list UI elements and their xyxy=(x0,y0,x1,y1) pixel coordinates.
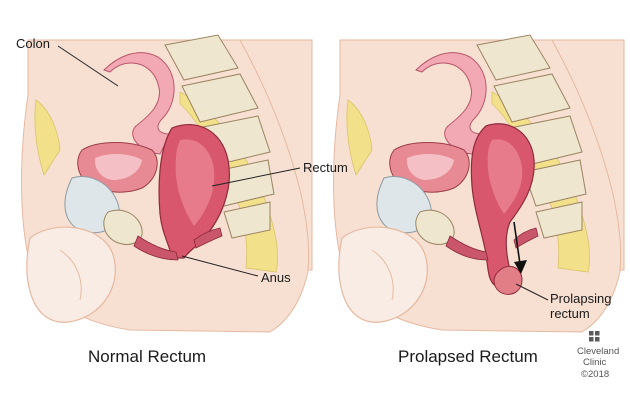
vertebra xyxy=(523,159,587,207)
brand-line3: ©2018 xyxy=(581,369,609,380)
anus-leader xyxy=(181,255,259,277)
normal-rectum-caption: Normal Rectum xyxy=(88,347,206,366)
prolapsing-rectum-leader xyxy=(515,283,549,301)
thigh xyxy=(338,226,428,323)
prolapse-tip xyxy=(493,265,523,295)
vertebra xyxy=(493,73,571,123)
rectum-highlight xyxy=(487,139,523,214)
prolapsed-anatomy-illustration xyxy=(333,34,625,333)
clinic-cross-icon xyxy=(589,331,600,342)
thigh xyxy=(26,226,116,323)
colon-label: Colon xyxy=(16,36,50,51)
rectum-highlight xyxy=(175,139,215,226)
spine xyxy=(164,34,275,239)
back-skin xyxy=(239,39,313,271)
prolapsed-rectum-caption: Prolapsed Rectum xyxy=(398,347,538,366)
spine xyxy=(476,34,587,239)
vertebra xyxy=(181,73,259,123)
normal-anatomy-illustration xyxy=(21,34,313,333)
cleveland-clinic-logo: Cleveland Clinic ©2018 xyxy=(577,331,619,380)
down-arrow-icon xyxy=(513,221,527,274)
arrow-shaft xyxy=(513,221,521,265)
thigh-crease xyxy=(371,249,394,301)
anus-label: Anus xyxy=(261,270,291,285)
leader-lines xyxy=(57,45,549,301)
prolapsing-rectum-label-line1: Prolapsing xyxy=(550,291,611,306)
front-fat xyxy=(346,99,373,176)
brand-line2: Clinic xyxy=(583,357,606,368)
rectum-label: Rectum xyxy=(303,160,348,175)
uterus-inner xyxy=(94,154,142,180)
arrow-head xyxy=(514,260,527,274)
pelvic-muscle xyxy=(133,235,179,261)
back-skin xyxy=(551,39,625,271)
vertebra xyxy=(164,34,239,81)
vertebra xyxy=(476,34,551,81)
uterus-inner xyxy=(406,154,454,180)
prolapsing-rectum-label-line2: rectum xyxy=(550,306,590,321)
colon-leader xyxy=(57,45,119,87)
thigh-crease xyxy=(59,249,82,301)
pelvic-muscle xyxy=(445,235,489,261)
brand-line1: Cleveland xyxy=(577,346,619,357)
front-fat xyxy=(34,99,61,176)
pelvic-muscle xyxy=(513,227,539,249)
vertebra xyxy=(223,201,271,239)
pelvic-muscle xyxy=(193,227,223,249)
rectum-leader xyxy=(211,167,301,187)
vertebra xyxy=(535,201,583,239)
